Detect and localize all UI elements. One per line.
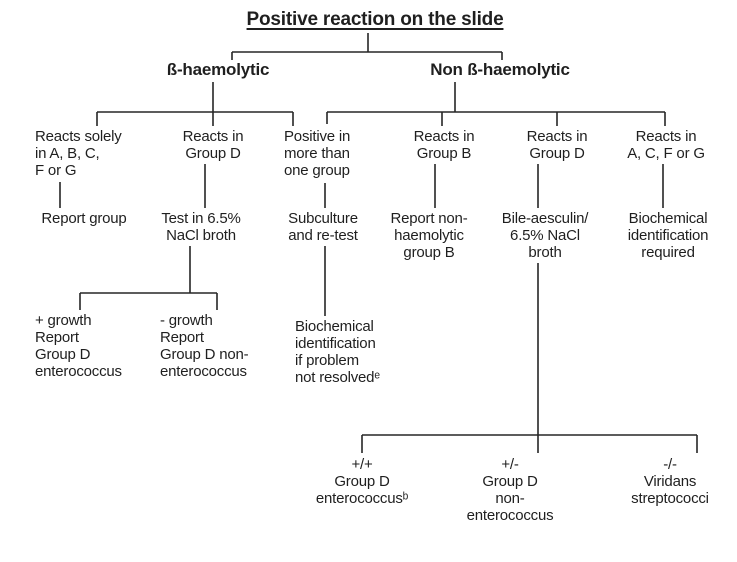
node-test-nacl-broth: Test in 6.5% NaCl broth: [161, 210, 241, 244]
node-bile-aesculin-nacl: Bile-aesculin/ 6.5% NaCl broth: [501, 210, 589, 261]
node-biochemical-id-if-problem: Biochemical identification if problem no…: [295, 318, 380, 386]
node-reacts-group-b: Reacts in Group B: [413, 128, 475, 162]
node-outcome-group-d-non-enterococcus: +/- Group D non- enterococcus: [466, 456, 554, 524]
branch-non-beta-haemolytic: Non ß-haemolytic: [430, 60, 570, 79]
node-reacts-group-d-nonbeta: Reacts in Group D: [526, 128, 588, 162]
node-title: Positive reaction on the slide: [246, 9, 504, 30]
node-subculture-retest: Subculture and re-test: [288, 210, 358, 244]
node-reacts-acfg: Reacts in A, C, F or G: [627, 128, 705, 162]
node-report-non-haemolytic-b: Report non- haemolytic group B: [390, 210, 468, 261]
node-negative-growth-non-enterococcus: - growth Report Group D non- enterococcu…: [160, 312, 249, 380]
node-reacts-solely-abcfg: Reacts solely in A, B, C, F or G: [35, 128, 122, 179]
node-positive-multiple-groups: Positive in more than one group: [284, 128, 351, 179]
node-biochemical-id-required: Biochemical identification required: [627, 210, 709, 261]
node-outcome-group-d-enterococcus: +/+ Group D enterococcusᵇ: [315, 456, 409, 507]
branch-beta-haemolytic: ß-haemolytic: [166, 60, 270, 79]
node-positive-growth-enterococcus: + growth Report Group D enterococcus: [35, 312, 122, 380]
node-outcome-viridans-streptococci: -/- Viridans streptococci: [631, 456, 709, 507]
node-report-group: Report group: [41, 210, 127, 227]
node-reacts-group-d-beta: Reacts in Group D: [182, 128, 244, 162]
